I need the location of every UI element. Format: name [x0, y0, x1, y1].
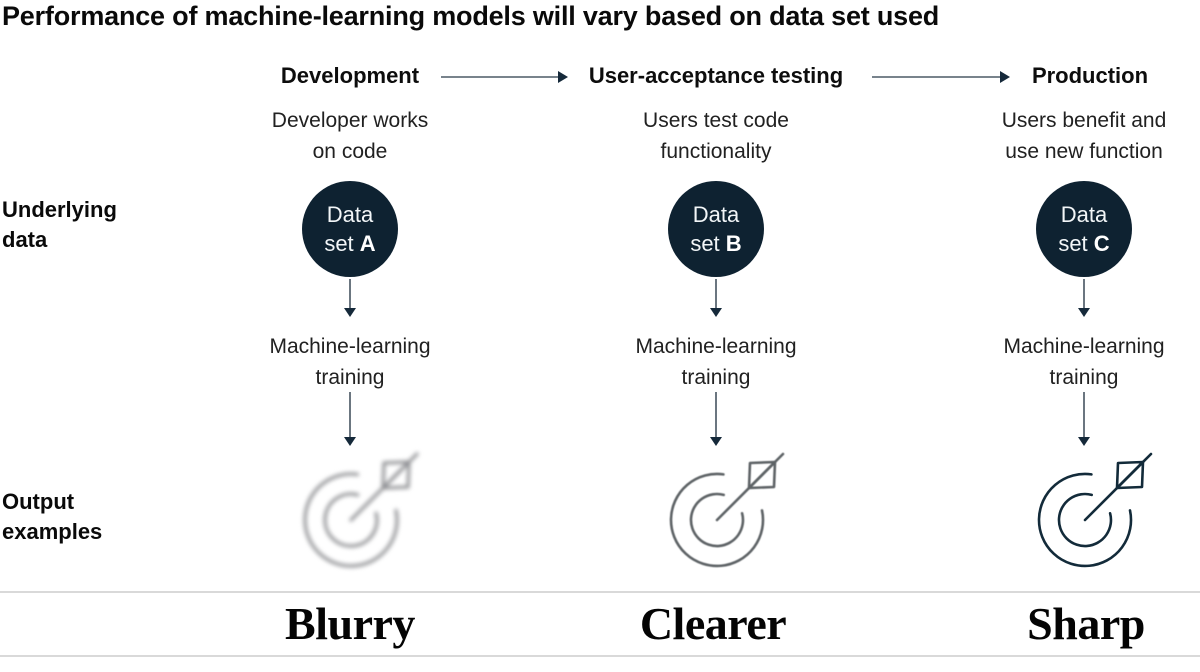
training-line: Machine-learning: [1003, 335, 1165, 358]
dataset-word: Data: [692, 202, 740, 227]
stage-label-development: Development: [280, 63, 420, 88]
down-arrow-icon: [1078, 279, 1090, 317]
training-line: training: [315, 366, 385, 389]
output-quality-blurry: Blurry: [285, 598, 415, 649]
row-label-output-examples: Output examples: [2, 487, 102, 547]
dataset-word: Data: [326, 202, 374, 227]
output-quality-clearer: Clearer: [639, 598, 787, 649]
down-arrow-icon: [344, 392, 356, 446]
dataset-letter: A: [359, 231, 376, 256]
description-line: Users benefit and: [1001, 109, 1167, 132]
arrow-head: [710, 308, 722, 317]
arrow-dev-to-uat-icon: [441, 71, 568, 83]
stage-label-production: Production: [1031, 63, 1149, 88]
row-label-line: data: [2, 227, 48, 252]
down-arrow-icon: [710, 392, 722, 446]
arrow-line: [349, 279, 351, 308]
dataset-letter: C: [1093, 231, 1110, 256]
row-label-line: Underlying: [2, 197, 117, 222]
stage-label-user-acceptance-testing: User-acceptance testing: [588, 63, 844, 88]
description-line: Developer works: [271, 109, 429, 132]
dataset-set-line: set A: [324, 231, 376, 256]
down-arrow-icon: [344, 279, 356, 317]
arrow-head: [1000, 71, 1010, 83]
description-line: functionality: [660, 140, 772, 163]
output-quality-sharp: Sharp: [1027, 598, 1145, 649]
training-line: Machine-learning: [269, 335, 431, 358]
training-label: Machine-learning training: [924, 331, 1200, 393]
down-arrow-icon: [710, 279, 722, 317]
arrow-line: [1083, 392, 1085, 437]
training-label: Machine-learning training: [556, 331, 876, 393]
arrow-line: [715, 392, 717, 437]
dataset-set-line: set C: [1058, 231, 1110, 256]
arrow-uat-to-prod-icon: [872, 71, 1010, 83]
arrow-head: [344, 308, 356, 317]
arrow-head: [1078, 308, 1090, 317]
row-label-line: examples: [2, 519, 103, 544]
dataset-b-circle: Data set B: [668, 181, 764, 277]
arrow-head: [344, 437, 356, 446]
arrow-line: [715, 279, 717, 308]
arrow-head: [1078, 437, 1090, 446]
description-line: Users test code: [643, 109, 789, 132]
dataset-set-line: set B: [690, 231, 742, 256]
arrow-line: [1083, 279, 1085, 308]
training-label: Machine-learning training: [190, 331, 510, 393]
dataset-a-circle: Data set A: [302, 181, 398, 277]
stage-description: Users benefit and use new function: [924, 105, 1200, 167]
training-line: Machine-learning: [635, 335, 797, 358]
row-label-underlying-data: Underlying data: [2, 195, 117, 255]
target-arrow-blurry-icon: [293, 444, 425, 576]
training-line: training: [1049, 366, 1119, 389]
row-label-line: Output: [2, 489, 75, 514]
stage-description: Users test code functionality: [556, 105, 876, 167]
arrow-line: [349, 392, 351, 437]
divider-top: [0, 591, 1200, 593]
arrow-line: [441, 76, 558, 78]
arrow-head: [558, 71, 568, 83]
description-line: on code: [312, 140, 388, 163]
divider-bottom: [0, 655, 1200, 657]
dataset-word: Data: [1060, 202, 1108, 227]
chart-title: Performance of machine-learning models w…: [2, 1, 940, 31]
dataset-c-circle: Data set C: [1036, 181, 1132, 277]
arrow-line: [872, 76, 1000, 78]
description-line: use new function: [1005, 140, 1163, 163]
target-arrow-sharp-icon: [1027, 444, 1159, 576]
dataset-letter: B: [725, 231, 742, 256]
down-arrow-icon: [1078, 392, 1090, 446]
training-line: training: [681, 366, 751, 389]
arrow-head: [710, 437, 722, 446]
stage-description: Developer works on code: [190, 105, 510, 167]
target-arrow-clearer-icon: [659, 444, 791, 576]
